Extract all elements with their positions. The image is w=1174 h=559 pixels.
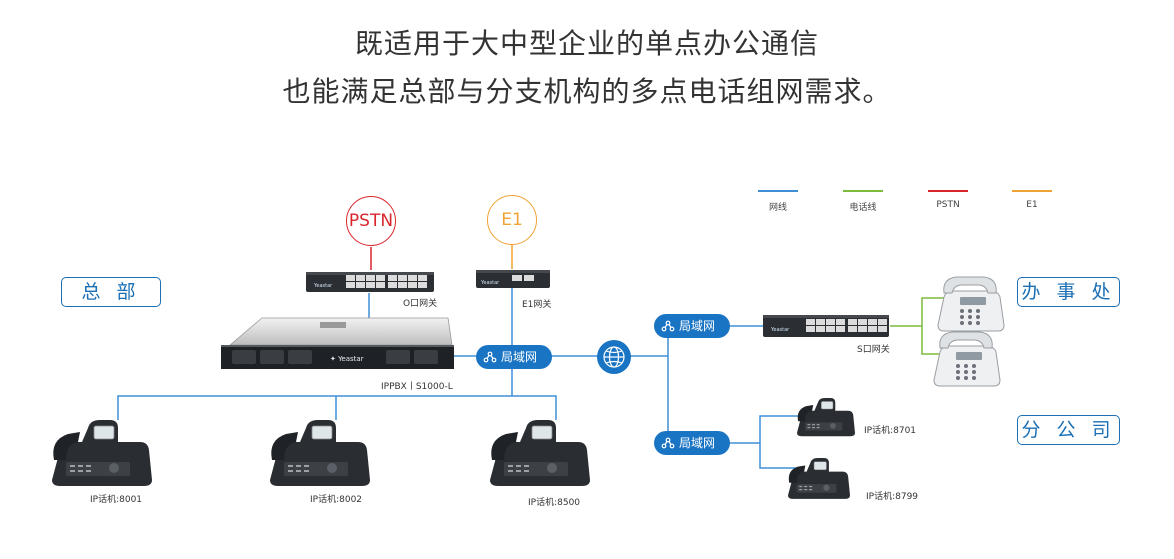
network-lines <box>117 245 946 469</box>
ip-phone-8001-icon <box>51 419 153 487</box>
phone-caption-8500: IP话机:8500 <box>528 498 581 508</box>
legend-network-label: 网线 <box>768 203 787 213</box>
ippbx-server-device: ✦ Yeastar <box>221 317 454 369</box>
phone-line-1 <box>890 297 946 327</box>
o-gateway-device: Yeastar <box>306 272 434 292</box>
lan-pill-hq: 局域网 <box>476 345 552 369</box>
e1-gateway-device: Yeastar <box>476 270 550 288</box>
hq-phone-bus <box>117 395 557 420</box>
svg-text:Yeastar: Yeastar <box>770 327 790 333</box>
legend-pstn-label: PSTN <box>936 200 960 210</box>
legend-network-swatch <box>758 190 798 192</box>
ip-phone-8500-icon <box>489 419 591 487</box>
svg-text:Yeastar: Yeastar <box>313 283 333 289</box>
legend-e1-swatch <box>1012 190 1052 192</box>
legend-e1-label: E1 <box>1026 200 1038 210</box>
phone-caption-8001: IP话机:8001 <box>90 495 143 505</box>
network-icon <box>661 320 675 332</box>
pstn-circle: PSTN <box>346 196 396 246</box>
s-gateway-device: Yeastar <box>763 315 889 337</box>
legend-network: 网线 <box>758 190 798 213</box>
legend-pstn: PSTN <box>928 190 968 210</box>
site-label-hq: 总 部 <box>61 277 161 307</box>
phone-line-2 <box>921 326 946 355</box>
ip-phone-8701-icon <box>796 397 856 437</box>
e1-gateway-caption: E1网关 <box>522 300 552 310</box>
lan-pill-office-label: 局域网 <box>679 319 716 333</box>
ip-phone-8002-icon <box>269 419 371 487</box>
site-label-office: 办 事 处 <box>1017 277 1120 307</box>
svg-text:✦ Yeastar: ✦ Yeastar <box>330 355 364 363</box>
o-gateway-caption: O口网关 <box>403 299 438 309</box>
network-icon <box>661 437 675 449</box>
phone-caption-8799: IP话机:8799 <box>866 492 919 502</box>
ippbx-caption: IPPBX丨S1000-L <box>381 382 453 392</box>
analog-phone-1-icon <box>937 276 1005 332</box>
phone-caption-8002: IP话机:8002 <box>310 495 363 505</box>
heading-line-2: 也能满足总部与分支机构的多点电话组网需求。 <box>282 75 892 108</box>
lan-pill-branch: 局域网 <box>654 431 730 455</box>
legend-phone-line: 电话线 <box>843 190 883 213</box>
e1-circle: E1 <box>487 195 537 245</box>
network-icon <box>483 351 497 363</box>
legend-phone-line-label: 电话线 <box>849 203 877 213</box>
lan-pill-hq-label: 局域网 <box>501 350 538 364</box>
ip-phone-8799-icon <box>787 457 851 500</box>
heading-line-1: 既适用于大中型企业的单点办公通信 <box>354 27 819 60</box>
legend-pstn-swatch <box>928 190 968 192</box>
svg-text:Yeastar: Yeastar <box>480 280 500 286</box>
legend-e1: E1 <box>1012 190 1052 210</box>
analog-phone-2-icon <box>933 331 1001 387</box>
phone-caption-8701: IP话机:8701 <box>864 426 917 436</box>
branch-phone-bus <box>759 415 802 469</box>
s-gateway-caption: S口网关 <box>857 345 890 355</box>
globe-icon <box>597 340 631 374</box>
site-label-branch: 分 公 司 <box>1017 415 1120 445</box>
lan-pill-branch-label: 局域网 <box>679 436 716 450</box>
lan-pill-office: 局域网 <box>654 314 730 338</box>
legend-phone-line-swatch <box>843 190 883 192</box>
